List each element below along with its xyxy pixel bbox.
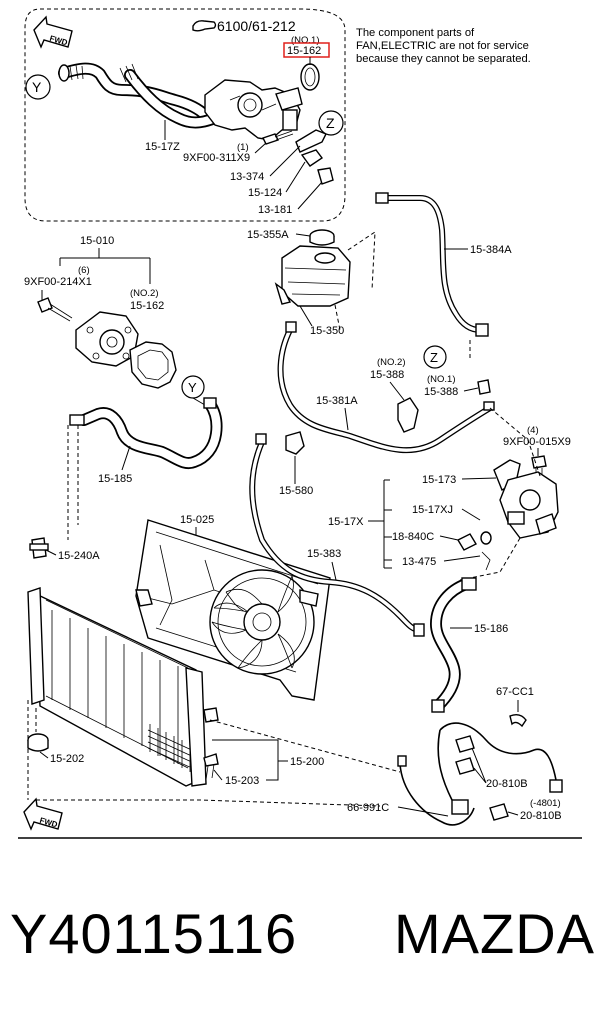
- label-15-381a: 15-381A: [316, 395, 358, 407]
- label-qty-4: (4): [527, 425, 539, 436]
- hose-15-381a-drawing: [277, 321, 493, 454]
- label-9xf00-311x9: 9XF00-311X9: [183, 152, 250, 164]
- label-15-025: 15-025: [180, 514, 214, 526]
- svg-text:6100/61-212: 6100/61-212: [217, 18, 296, 34]
- callout-z-lower: Z: [423, 345, 447, 369]
- svg-text:Z: Z: [326, 115, 335, 131]
- label-18-840c: 18-840C: [392, 531, 434, 543]
- label-15-162-no2: 15-162: [130, 300, 164, 312]
- label-15-355a: 15-355A: [247, 229, 289, 241]
- electric-fan-drawing: [209, 569, 319, 675]
- clamp-15-388-no2-drawing: [397, 397, 419, 433]
- thermostat-housing-drawing: [204, 79, 303, 141]
- header-reference: 6100/61-212: [192, 18, 296, 34]
- svg-text:Y: Y: [188, 380, 197, 395]
- radiator-15-200-drawing: [27, 587, 207, 787]
- plug-13-181-drawing: [317, 167, 334, 185]
- service-note-line-1: The component parts of: [356, 27, 475, 39]
- label-13-181: 13-181: [258, 204, 292, 216]
- bolt-9xf00-311x9-drawing: [262, 130, 294, 145]
- callout-y-lower: Y: [181, 375, 205, 399]
- label-15-240a: 15-240A: [58, 550, 100, 562]
- bolt-15-203-drawing: [203, 753, 219, 781]
- bracket-drawing: [203, 707, 219, 723]
- plug-15-240a-drawing: [29, 537, 49, 559]
- label-4801: (-4801): [530, 798, 561, 809]
- label-67-cc1: 67-CC1: [496, 686, 534, 698]
- label-15-388-no1: 15-388: [424, 386, 458, 398]
- hose-15-185-drawing: [69, 397, 223, 469]
- label-15-162-no2-qualifier: (NO.2): [130, 288, 159, 299]
- label-15-17z: 15-17Z: [145, 141, 180, 153]
- pointer-hand-icon: [192, 20, 217, 32]
- label-9xf00-015x9: 9XF00-015X9: [503, 436, 571, 448]
- o-ring-15-17xj-drawing: [480, 531, 492, 545]
- label-qty-1: (1): [237, 142, 249, 153]
- service-note-line-2: FAN,ELECTRIC are not for service: [356, 40, 529, 52]
- label-9xf00-214x1: 9XF00-214X1: [24, 276, 92, 288]
- water-pump-15-010-drawing: [75, 311, 139, 367]
- cooling-system-parts-diagram: FWD Y Z 6100/: [18, 8, 582, 839]
- service-note-line-3: because they cannot be separated.: [356, 53, 531, 65]
- label-15-384a: 15-384A: [470, 244, 512, 256]
- label-20-810b-a: 20-810B: [486, 778, 528, 790]
- hose-15-186-drawing: [430, 577, 477, 713]
- sensor-15-124-drawing: [300, 149, 324, 167]
- label-15-203: 15-203: [225, 775, 259, 787]
- label-qty-6: (6): [78, 265, 90, 276]
- thermostat-housing-15-17xj-drawing: [499, 471, 559, 539]
- label-66-991c: 66-991C: [347, 802, 389, 814]
- label-15-17x: 15-17X: [328, 516, 364, 528]
- label-13-475: 13-475: [402, 556, 436, 568]
- sensor-18-840c-drawing: [457, 533, 477, 551]
- hose-15-384a-drawing: [375, 192, 489, 337]
- label-15-173: 15-173: [422, 474, 456, 486]
- drain-plug-15-202-drawing: [27, 733, 49, 752]
- svg-text:Z: Z: [430, 350, 438, 365]
- part-number-caption: Y40115116: [10, 901, 298, 965]
- label-20-810b-b: 20-810B: [520, 810, 562, 822]
- label-15-388-no2: 15-388: [370, 369, 404, 381]
- caption-bar: Y40115116 MAZDA: [10, 893, 595, 973]
- label-15-388-no2-qualifier: (NO.2): [377, 357, 406, 368]
- thermostat-group-dashed-border: [24, 8, 346, 222]
- callout-z-top: Z: [318, 110, 344, 136]
- label-15-162-no1: 15-162: [287, 45, 321, 57]
- label-15-124: 15-124: [248, 187, 282, 199]
- hose-15-17z-drawing: [58, 62, 221, 129]
- label-15-17xj: 15-17XJ: [412, 504, 453, 516]
- gasket-15-162-no2-drawing: [129, 341, 177, 389]
- label-15-388-no1-qualifier: (NO.1): [427, 374, 456, 385]
- expansion-tank-15-350-drawing: [274, 245, 351, 307]
- gasket-13-374-drawing: [295, 129, 327, 153]
- label-15-383: 15-383: [307, 548, 341, 560]
- wiring-harness-66-991c-drawing: [397, 722, 563, 826]
- label-15-010: 15-010: [80, 235, 114, 247]
- label-15-200: 15-200: [290, 756, 324, 768]
- hose-15-383-drawing: [249, 433, 425, 637]
- label-13-374: 13-374: [230, 171, 264, 183]
- bolt-9xf00-214x1-drawing: [37, 297, 73, 322]
- clip-15-580-drawing: [285, 431, 305, 455]
- clip-67-cc1-drawing: [509, 713, 527, 728]
- svg-text:Y: Y: [32, 79, 42, 95]
- highlight-box-15-162: [283, 42, 330, 58]
- callout-y-top: Y: [25, 74, 51, 100]
- label-15-186: 15-186: [474, 623, 508, 635]
- clamp-15-388-no1-drawing: [477, 379, 491, 395]
- fwd-arrow-icon-top: FWD: [33, 15, 73, 49]
- label-15-580: 15-580: [279, 485, 313, 497]
- label-15-202: 15-202: [50, 753, 84, 765]
- label-15-185: 15-185: [98, 473, 132, 485]
- fwd-arrow-icon-bottom: FWD: [23, 797, 63, 831]
- brand-caption: MAZDA: [394, 901, 595, 965]
- label-15-162-no1-qualifier: (NO.1): [291, 35, 320, 46]
- label-15-350: 15-350: [310, 325, 344, 337]
- clip-13-475-drawing: [481, 551, 491, 571]
